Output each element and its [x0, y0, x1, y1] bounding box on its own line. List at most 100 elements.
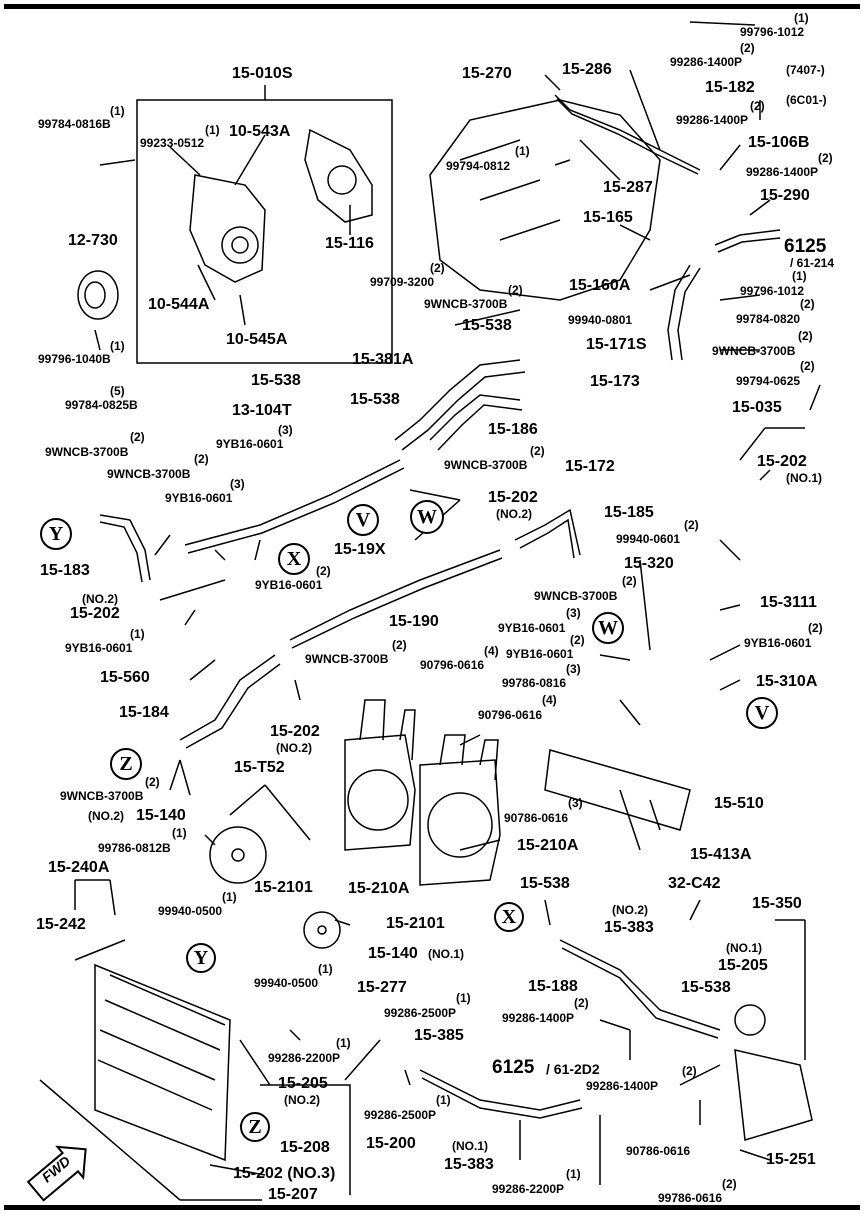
label-15-385: 15-385 — [414, 1027, 464, 1044]
label-90796-0616-a: 90796-0616 — [420, 658, 485, 672]
bracket-15-413A — [544, 749, 691, 831]
qty-9YB16-b: (3) — [230, 477, 245, 491]
label-99940-0500-a: 99940-0500 — [158, 904, 223, 918]
qty-9YB16-a: (3) — [278, 423, 293, 437]
water-pump-impeller — [221, 226, 259, 264]
label-99794-0812: 99794-0812 — [446, 159, 511, 173]
label-90796-0616-b: 90796-0616 — [478, 708, 543, 722]
qty-99784-0816B: (1) — [110, 104, 125, 118]
label-15-185: 15-185 — [604, 504, 654, 521]
marker-z-1: Z — [110, 748, 142, 780]
label-15-183: 15-183 — [40, 562, 90, 579]
label-15-251: 15-251 — [766, 1151, 816, 1168]
label-99286-1400P-c: 99286-1400P — [746, 165, 819, 179]
label-99286-2500P-b: 99286-2500P — [364, 1108, 437, 1122]
bottom-border — [4, 1205, 860, 1210]
qty-99784-0825B: (5) — [110, 384, 125, 398]
qty-99940-0500-b: (1) — [318, 962, 333, 976]
label-15-186: 15-186 — [488, 421, 538, 438]
hose-15-383-no1 — [419, 1069, 581, 1111]
label-15-538-c: 15-538 — [350, 391, 400, 408]
hose-15-184 — [179, 654, 276, 741]
label-15-383-no2-suffix: (NO.2) — [612, 903, 648, 917]
label-15-140-no1-suffix: (NO.1) — [428, 947, 464, 961]
label-99709-3200: 99709-3200 — [370, 275, 435, 289]
label-15-202-no2-b: 15-202 — [70, 605, 120, 622]
qty-99784-0820: (2) — [800, 297, 815, 311]
label-15-140-no1: 15-140 — [368, 945, 418, 962]
hose-15-290 — [714, 229, 781, 246]
qty-9WNCB-f: (2) — [622, 574, 637, 588]
label-99784-0825B: 99784-0825B — [65, 398, 138, 412]
label-15-383-no1-suffix: (NO.1) — [452, 1139, 488, 1153]
label-10-544A: 10-544A — [148, 296, 210, 313]
label-15-2101-a: 15-2101 — [254, 879, 313, 896]
fan-15-140-no2 — [209, 826, 267, 884]
label-15-19X: 15-19X — [334, 541, 386, 558]
qty-99786-0816: (3) — [566, 662, 581, 676]
label-90786-0616-b: 90786-0616 — [626, 1144, 691, 1158]
label-15-205-no1-suffix: (NO.1) — [726, 941, 762, 955]
qty-9YB16-g: (2) — [808, 621, 823, 635]
label-15-010S: 15-010S — [232, 65, 293, 82]
label-9YB16-f: 9YB16-0601 — [506, 647, 574, 661]
label-7407: (7407-) — [786, 63, 825, 77]
label-15-T52: 15-T52 — [234, 759, 285, 776]
pipe-15-190 — [289, 549, 501, 641]
water-pump — [189, 174, 266, 283]
label-9YB16-c: 9YB16-0601 — [255, 578, 323, 592]
label-13-104T: 13-104T — [232, 402, 292, 419]
qty-99940-0601: (2) — [684, 518, 699, 532]
label-99940-0601: 99940-0601 — [616, 532, 681, 546]
label-15-182: 15-182 — [705, 79, 755, 96]
label-9YB16-e: 9YB16-0601 — [498, 621, 566, 635]
qty-9YB16-d: (1) — [130, 627, 145, 641]
qty-99796-1012-b: (1) — [792, 269, 807, 283]
label-15-286: 15-286 — [562, 61, 612, 78]
label-99286-1400P-b: 99286-1400P — [676, 113, 749, 127]
label-9WNCB-a: 9WNCB-3700B — [424, 297, 508, 311]
label-9WNCB-g: 9WNCB-3700B — [305, 652, 389, 666]
label-6C01: (6C01-) — [786, 93, 827, 107]
qty-99786-0812B: (1) — [172, 826, 187, 840]
label-99286-2200P-a: 99286-2200P — [268, 1051, 341, 1065]
label-15-202-no2-c: 15-202 — [270, 723, 320, 740]
label-15-290: 15-290 — [760, 187, 810, 204]
idler-pulley — [77, 270, 119, 320]
marker-v-1: V — [347, 504, 379, 536]
label-15-188: 15-188 — [528, 978, 578, 995]
label-12-730: 12-730 — [68, 232, 118, 249]
qty-99940-0500-a: (1) — [222, 890, 237, 904]
fan-shroud-b — [419, 759, 501, 886]
pipe-15-19X — [184, 459, 401, 546]
label-15-160A: 15-160A — [569, 277, 631, 294]
label-15-205-no1: 15-205 — [718, 957, 768, 974]
hose-15-183 — [99, 514, 151, 581]
qty-9WNCB-c: (2) — [130, 430, 145, 444]
ref-6125-a: 6125 — [784, 236, 827, 257]
label-15-171S: 15-171S — [586, 336, 647, 353]
label-9WNCB-d: 9WNCB-3700B — [107, 467, 191, 481]
marker-w-2: W — [592, 612, 624, 644]
marker-y-1: Y — [40, 518, 72, 550]
ref-61-2D2: / 61-2D2 — [546, 1061, 600, 1077]
label-99796-1012-a: 99796-1012 — [740, 25, 805, 39]
engine-block — [429, 99, 661, 301]
qty-99286-1400P-a: (2) — [740, 41, 755, 55]
ref-61-214: / 61-214 — [790, 256, 835, 270]
qty-99286-2500P-b: (1) — [436, 1093, 451, 1107]
hose-15-381A — [394, 359, 521, 441]
label-15-510: 15-510 — [714, 795, 764, 812]
fan-15-140-no1 — [303, 911, 341, 949]
label-10-545A: 10-545A — [226, 331, 288, 348]
marker-y-2: Y — [186, 943, 216, 973]
qty-9YB16-f: (2) — [570, 633, 585, 647]
fan-shroud-a — [344, 734, 416, 851]
qty-99794-0625: (2) — [800, 359, 815, 373]
label-15-3111: 15-3111 — [760, 594, 817, 611]
label-99786-0812B: 99786-0812B — [98, 841, 171, 855]
qty-99709-3200: (2) — [430, 261, 445, 275]
label-15-202-no2-a-suffix: (NO.2) — [496, 507, 532, 521]
label-99286-1400P-a: 99286-1400P — [670, 55, 743, 69]
